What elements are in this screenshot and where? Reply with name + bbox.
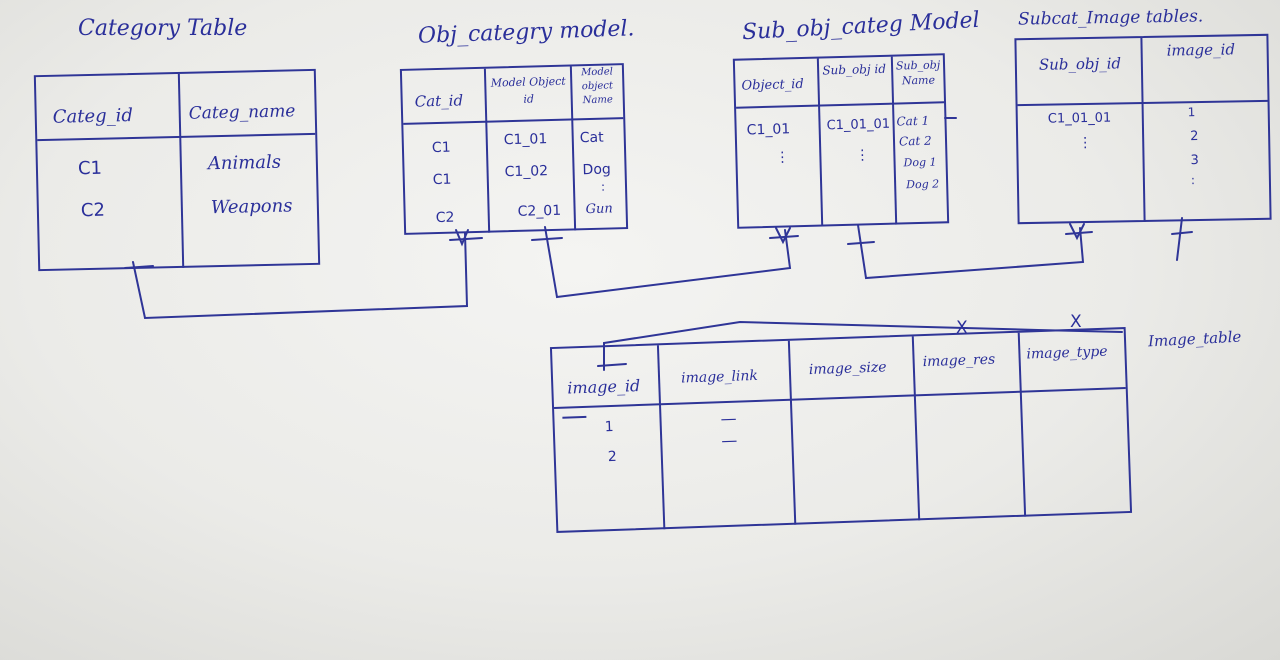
cell-image-id: 2 — [1190, 129, 1199, 145]
header-image-id: image_id — [1166, 40, 1236, 60]
header-sub-obj-name: Sub_obj Name — [895, 58, 941, 88]
cell-object-name: Dog — [582, 161, 612, 179]
cell-sub-obj-name: Cat 1 — [896, 113, 930, 129]
cell-cat-id: C1 — [432, 171, 452, 189]
header-image-id: image_id — [567, 375, 641, 398]
link-subobj-subcatimage — [857, 224, 1085, 280]
subcat-image-title: Subcat_Image tables. — [1017, 6, 1204, 30]
header-divider — [37, 132, 316, 142]
obj-category-table: Cat_id Model Object id Model object Name… — [399, 63, 629, 235]
strike-mark: X — [1070, 312, 1082, 332]
header-sub-obj-id: Sub_obj_id — [1038, 54, 1122, 74]
header-model-object-name: Model object Name — [580, 66, 614, 107]
header-sub-obj-id: Sub_obj id — [822, 61, 887, 78]
cell-object-id: C1_01 — [503, 131, 548, 149]
cell-categ-name: Weapons — [210, 195, 293, 219]
cell-object-name: Cat — [579, 129, 604, 147]
header-cat-id: Cat_id — [414, 91, 464, 111]
category-table-title: Category Table — [78, 16, 248, 41]
cell-categ-name: Animals — [207, 151, 282, 175]
cell-categ-id: C2 — [80, 199, 106, 222]
link-subcatimage-image — [1176, 217, 1183, 261]
cell-object-name: Gun — [585, 201, 613, 218]
cell-image-id: 2 — [607, 448, 618, 466]
cell-sub-obj-id: C1_01_01 — [826, 116, 891, 134]
continuation-marks: ⋮ — [855, 147, 870, 164]
header-categ-id: Categ_id — [52, 104, 134, 128]
header-image-link: image_link — [680, 367, 759, 387]
cell-image-id: 1 — [1187, 105, 1196, 120]
cell-object-id: C1_01 — [746, 121, 791, 139]
subcat-image-table: Sub_obj_id image_id C1_01_01 1 2 3 ⋮ : — [1014, 33, 1272, 225]
header-model-object-id: Model Object id — [490, 74, 566, 106]
strike-mark: X — [956, 318, 968, 338]
cell-sub-obj-name: Dog 2 — [905, 177, 940, 192]
header-image-type: image_type — [1026, 343, 1108, 363]
cell-image-link: — — [720, 430, 738, 451]
cell-sub-obj-name: Cat 2 — [898, 133, 932, 149]
cell-categ-id: C1 — [77, 157, 103, 180]
link-category-objcategory — [132, 232, 469, 320]
cell-sub-obj-id: C1_01_01 — [1047, 110, 1112, 127]
row-mark — [562, 415, 587, 419]
continuation-marks: ⋮ — [1078, 134, 1093, 152]
header-categ-name: Categ_name — [188, 101, 296, 124]
header-object-id: Object_id — [741, 76, 804, 94]
continuation-marks: : — [1190, 173, 1196, 188]
ellipsis-mark: : — [600, 179, 606, 194]
cell-image-id: 1 — [604, 418, 614, 436]
header-image-size: image_size — [808, 359, 887, 379]
cell-image-link: — — [720, 408, 737, 429]
column-divider — [177, 73, 185, 268]
cell-object-id: C1_02 — [504, 163, 549, 181]
cell-image-id: 3 — [1190, 153, 1199, 169]
link-objcategory-subobj — [544, 226, 792, 299]
image-table: image_id image_link image_size image_res… — [549, 327, 1133, 533]
continuation-marks: ⋮ — [775, 149, 790, 166]
header-image-res: image_res — [922, 351, 996, 371]
category-table: Categ_id Categ_name C1 Animals C2 Weapon… — [33, 68, 321, 272]
cell-cat-id: C2 — [435, 209, 455, 227]
cell-cat-id: C1 — [431, 139, 451, 157]
cell-object-id: C2_01 — [517, 202, 562, 220]
cell-sub-obj-name: Dog 1 — [903, 155, 937, 170]
sub-obj-categ-table: Object_id Sub_obj id Sub_obj Name C1_01 … — [732, 53, 950, 229]
